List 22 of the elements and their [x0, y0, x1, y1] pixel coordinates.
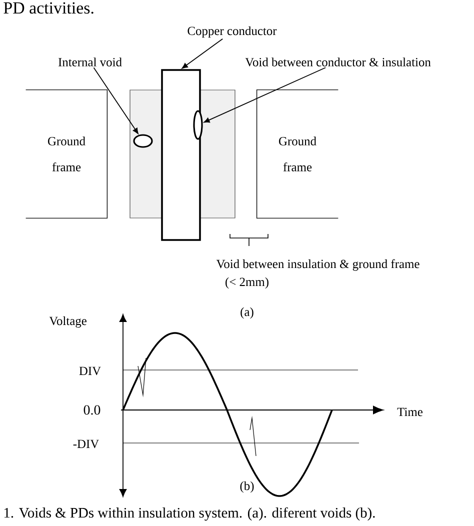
leader-arrow [93, 67, 138, 134]
page-text: PD activities. [4, 2, 94, 14]
void-ellipse [133, 134, 153, 148]
dimension-label: (< 2mm) [226, 277, 268, 289]
level-label: -DIV [73, 440, 99, 448]
callout-label: Copper conductor [188, 26, 277, 38]
level-label: DIV [79, 366, 101, 376]
level-label: 0.0 [84, 405, 100, 415]
copper-conductor [161, 69, 201, 241]
axis-label: Voltage [49, 316, 86, 328]
ground-frame: Ground frame [25, 89, 108, 219]
callout-label: Void between conductor & insulation [245, 58, 431, 66]
figure-caption: 1. Voids & PDs within insulation system. (a). diferent voids (b). [4, 507, 375, 521]
ground-frame: Ground frame [256, 89, 339, 219]
void-ellipse [193, 110, 203, 140]
leader-arrow [204, 67, 326, 123]
callout-label: Internal void [58, 58, 122, 66]
panel-label: (b) [240, 481, 254, 493]
axis-label: Time [397, 408, 422, 416]
panel-label: (a) [240, 307, 254, 319]
dimension-label: Void between insulation & ground frame [216, 259, 420, 271]
leader-arrow [182, 38, 224, 69]
